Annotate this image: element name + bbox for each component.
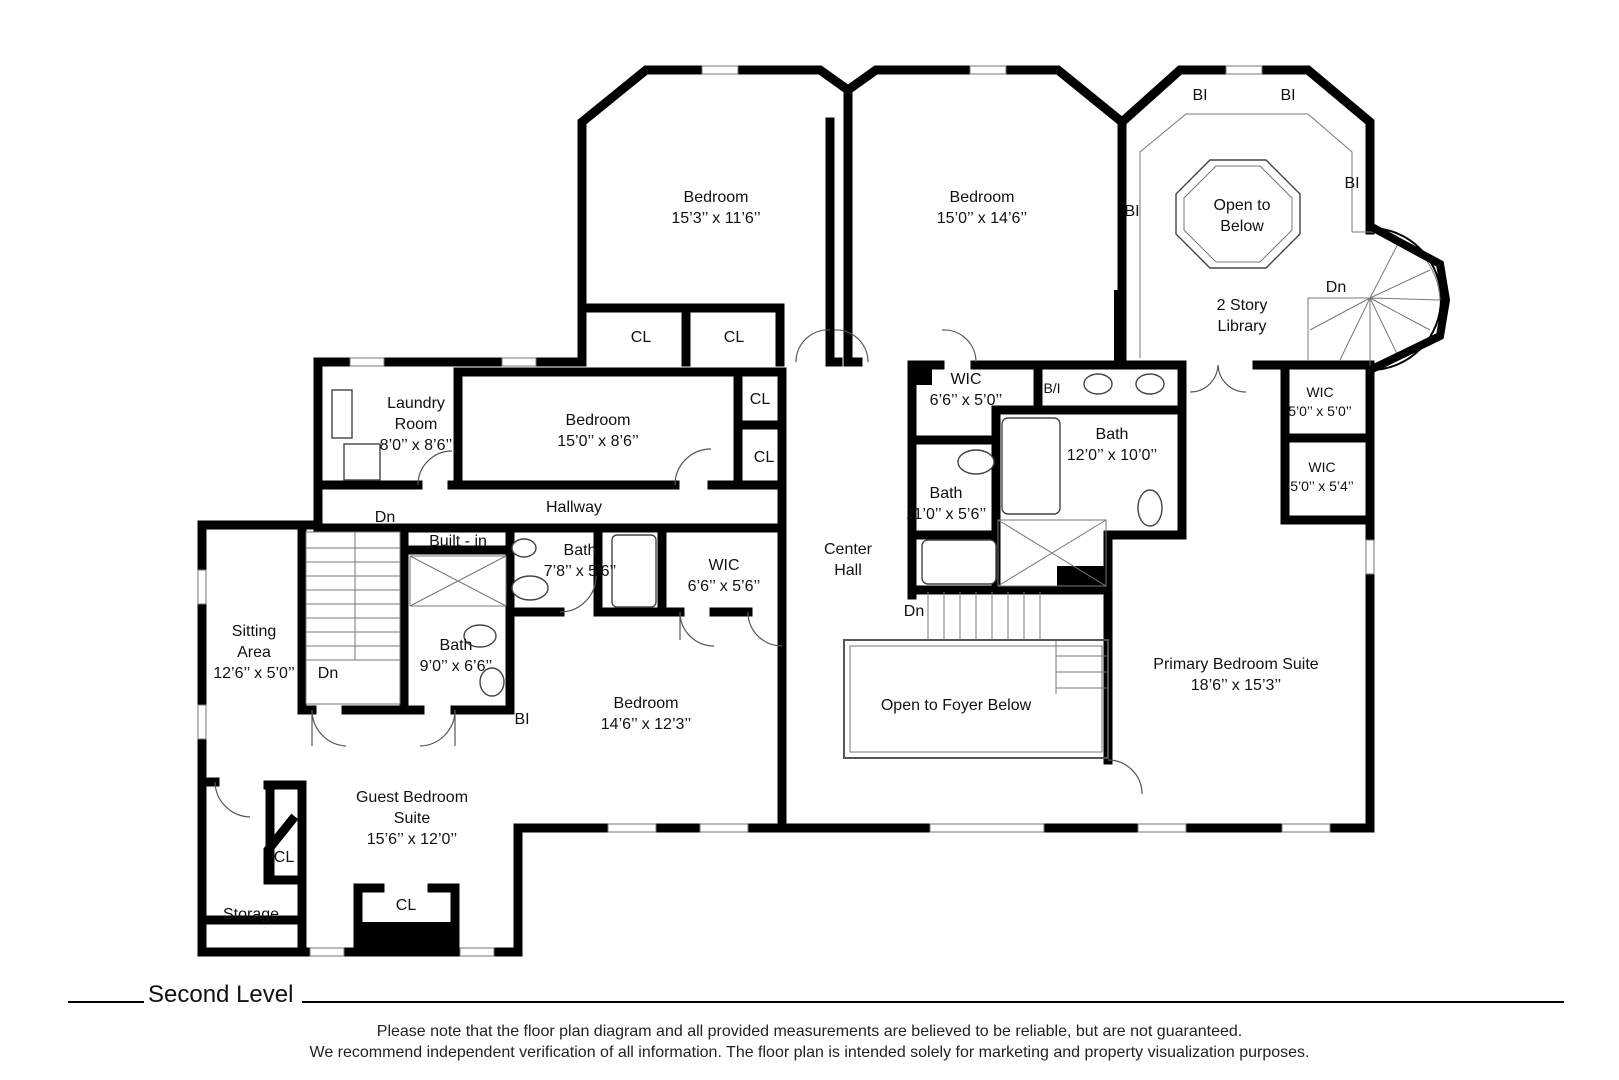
cl-tag: CL bbox=[754, 449, 775, 466]
stairs bbox=[305, 531, 1109, 759]
builtin-name: Built - in bbox=[429, 533, 487, 550]
doors bbox=[214, 329, 1247, 818]
dn-tag: Dn bbox=[904, 603, 924, 620]
wic-3-name: WIC bbox=[1308, 459, 1335, 475]
bedroom-b-name: Bedroom bbox=[950, 189, 1015, 206]
cl-tag: CL bbox=[724, 329, 745, 346]
guest-suite-dims: 15’6’’ x 12’0’’ bbox=[367, 831, 457, 848]
primary-name: Primary Bedroom Suite bbox=[1153, 656, 1318, 673]
bath-guest-dims: 9’0’’ x 6’6’’ bbox=[420, 658, 493, 675]
cl-tag: CL bbox=[274, 849, 295, 866]
sitting-line1: Sitting bbox=[232, 623, 276, 640]
bedroom-d-dims: 14’6’’ x 12’3’’ bbox=[601, 716, 691, 733]
guest-suite-line1: Guest Bedroom bbox=[356, 789, 468, 806]
open-below-line2: Below bbox=[1220, 218, 1264, 235]
library-interior bbox=[1139, 113, 1451, 374]
wic-3-dims: 5’0’’ x 5’4’’ bbox=[1290, 478, 1354, 494]
foyer-open-name: Open to Foyer Below bbox=[881, 697, 1032, 714]
bath-mid-name: Bath bbox=[930, 485, 963, 502]
primary-dims: 18’6’’ x 15’3’’ bbox=[1191, 677, 1281, 694]
wic-1-dims: 6’6’’ x 5’0’’ bbox=[930, 392, 1003, 409]
walls bbox=[197, 65, 1375, 957]
library-line1: 2 Story bbox=[1217, 297, 1268, 314]
bath-small-dims: 7’8’’ x 5’6’’ bbox=[544, 563, 617, 580]
bath-small-name: Bath bbox=[564, 542, 597, 559]
wic-2-name: WIC bbox=[1306, 384, 1333, 400]
level-title: Second Level bbox=[148, 981, 294, 1008]
bedroom-a-name: Bedroom bbox=[684, 189, 749, 206]
dn-tag: Dn bbox=[375, 509, 395, 526]
wic-4-name: WIC bbox=[708, 557, 739, 574]
storage-name: Storage bbox=[223, 906, 279, 923]
bi-tag: BI bbox=[1124, 203, 1139, 220]
laundry-dims: 8’0’’ x 8’6’’ bbox=[380, 437, 453, 454]
bedroom-b-dims: 15’0’’ x 14’6’’ bbox=[937, 210, 1027, 227]
bedroom-c-dims: 15’0’’ x 8’6’’ bbox=[557, 433, 639, 450]
bi-tag: BI bbox=[1192, 87, 1207, 104]
cl-tag: CL bbox=[396, 897, 417, 914]
bi-tag: BI bbox=[1344, 175, 1359, 192]
center-hall-line1: Center bbox=[824, 541, 873, 558]
laundry-line2: Room bbox=[395, 416, 438, 433]
sitting-dims: 12’6’’ x 5’0’’ bbox=[213, 665, 295, 682]
room-labels: Bedroom 15’3’’ x 11’6’’ Bedroom 15’0’’ x… bbox=[213, 87, 1359, 923]
windows bbox=[197, 65, 1375, 957]
bi-tag: BI bbox=[1280, 87, 1295, 104]
bedroom-c-name: Bedroom bbox=[566, 412, 631, 429]
wic-4-dims: 6’6’’ x 5’6’’ bbox=[688, 578, 761, 595]
guest-suite-line2: Suite bbox=[394, 810, 431, 827]
bi-tag: BI bbox=[514, 711, 529, 728]
bedroom-a-dims: 15’3’’ x 11’6’’ bbox=[671, 210, 760, 227]
bath-mid-dims: 11’0’’ x 5’6’’ bbox=[906, 506, 986, 523]
title-rule-right bbox=[302, 1001, 1564, 1003]
wic-1-name: WIC bbox=[950, 371, 981, 388]
cl-tag: CL bbox=[631, 329, 652, 346]
bath-guest-name: Bath bbox=[440, 637, 473, 654]
library-line2: Library bbox=[1218, 318, 1267, 335]
disclaimer-line-2: We recommend independent verification of… bbox=[309, 1044, 1310, 1061]
bi-slash-tag: B/I bbox=[1043, 380, 1060, 396]
master-bath-dims: 12’0’’ x 10’0’’ bbox=[1067, 447, 1157, 464]
disclaimer-line-1: Please note that the floor plan diagram … bbox=[376, 1023, 1243, 1040]
wic-2-dims: 5’0’’ x 5’0’’ bbox=[1288, 403, 1352, 419]
master-bath-name: Bath bbox=[1096, 426, 1129, 443]
dn-tag: Dn bbox=[1326, 279, 1346, 296]
cl-tag: CL bbox=[750, 391, 771, 408]
fixtures bbox=[331, 373, 1165, 697]
open-below-line1: Open to bbox=[1214, 197, 1271, 214]
sitting-line2: Area bbox=[237, 644, 271, 661]
dn-tag: Dn bbox=[318, 665, 338, 682]
hallway-name: Hallway bbox=[546, 499, 602, 516]
center-hall-line2: Hall bbox=[834, 562, 862, 579]
title-rule-left bbox=[68, 1001, 144, 1003]
laundry-line1: Laundry bbox=[387, 395, 445, 412]
bedroom-d-name: Bedroom bbox=[614, 695, 679, 712]
